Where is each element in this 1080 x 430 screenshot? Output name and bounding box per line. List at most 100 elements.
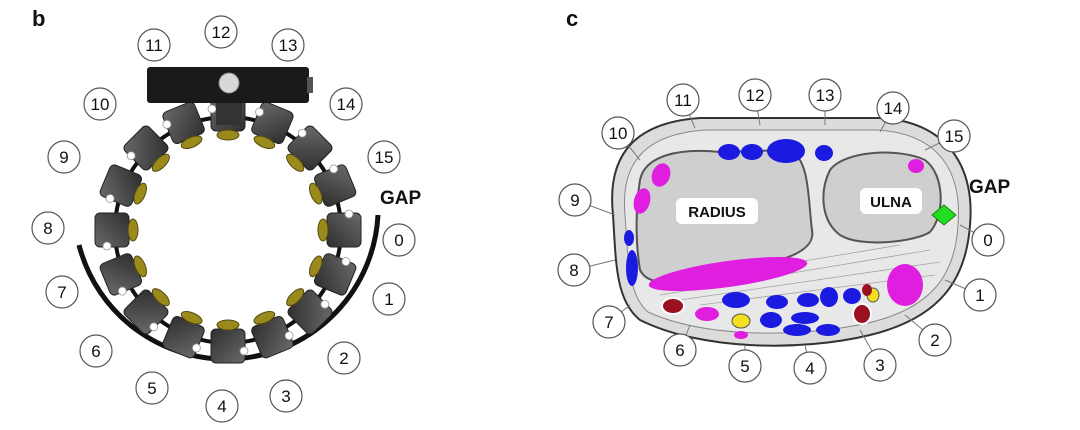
panel-b-letter: b	[32, 6, 46, 31]
section-label-10-text: 10	[609, 124, 628, 143]
electrode-label-6: 6	[79, 334, 113, 368]
section-label-11-text: 11	[674, 91, 692, 110]
electrode-label-11-text: 11	[145, 36, 163, 55]
section-label-2: 2	[918, 323, 952, 357]
section-label-5: 5	[728, 349, 762, 383]
tendon	[843, 288, 861, 304]
electrode-label-15-text: 15	[375, 148, 394, 167]
section-label-1: 1	[963, 278, 997, 312]
electrode-label-13: 13	[271, 28, 305, 62]
section-label-13: 13	[808, 78, 842, 112]
tendon	[791, 312, 819, 324]
electrode-label-10: 10	[83, 87, 117, 121]
section-label-7-text: 7	[604, 313, 613, 332]
section-label-12-text: 12	[746, 86, 765, 105]
electrode-label-11: 11	[137, 28, 171, 62]
section-label-14: 14	[876, 91, 910, 125]
tendon	[816, 324, 840, 336]
electrode-label-12-text: 12	[212, 23, 231, 42]
muscle	[908, 159, 924, 173]
electrode	[286, 288, 333, 335]
section-label-11: 11	[666, 83, 700, 117]
nerve	[731, 313, 751, 329]
gap-label-c: GAP	[969, 177, 1011, 198]
tendon	[820, 287, 838, 307]
electrode	[251, 311, 294, 359]
electrode-label-12: 12	[204, 15, 238, 49]
muscle	[887, 264, 923, 306]
electrode-label-14-text: 14	[337, 95, 356, 114]
electrode-label-8: 8	[31, 211, 65, 245]
section-label-7: 7	[592, 305, 626, 339]
gap-marker	[931, 204, 957, 226]
electrode	[123, 125, 170, 172]
electrode-label-1: 1	[372, 282, 406, 316]
tendon	[783, 324, 811, 336]
electrode-label-8-text: 8	[43, 219, 52, 238]
electrode	[162, 101, 205, 149]
muscle	[734, 331, 748, 339]
tendon	[624, 230, 634, 246]
electrode-label-0: 0	[382, 223, 416, 257]
vessel	[661, 297, 685, 315]
gap-label-b: GAP	[380, 188, 422, 209]
section-label-3-text: 3	[875, 356, 884, 375]
electrode-label-5-text: 5	[147, 379, 156, 398]
electrode-label-10-text: 10	[91, 95, 110, 114]
tendon	[626, 250, 638, 286]
electrode-label-9: 9	[47, 140, 81, 174]
ulna-label: ULNA	[870, 194, 912, 211]
section-label-5-text: 5	[740, 357, 749, 376]
panel-c-letter: c	[566, 6, 579, 31]
tendon	[815, 145, 833, 161]
muscle	[633, 188, 651, 214]
electrode-ring	[94, 96, 362, 364]
section-label-8-text: 8	[569, 261, 578, 280]
electrode-label-13-text: 13	[279, 36, 298, 55]
section-label-3: 3	[863, 348, 897, 382]
muscle	[695, 307, 719, 321]
electrode	[309, 164, 357, 207]
electrode-label-15: 15	[367, 140, 401, 174]
electrode-label-2: 2	[327, 341, 361, 375]
section-label-9: 9	[558, 183, 592, 217]
electrode	[162, 311, 205, 359]
section-label-12: 12	[738, 78, 772, 112]
section-label-0: 0	[971, 223, 1005, 257]
vessel	[862, 284, 872, 296]
radius-label: RADIUS	[688, 204, 746, 221]
electrode	[123, 288, 170, 335]
section-label-10: 10	[601, 116, 635, 150]
section-label-15-text: 15	[945, 127, 964, 146]
muscle	[651, 163, 671, 187]
electrode	[309, 253, 357, 296]
electrode	[99, 164, 147, 207]
section-label-9-text: 9	[570, 191, 579, 210]
tendon	[760, 312, 782, 328]
tissue-structures	[624, 139, 957, 339]
electrode-label-4: 4	[205, 389, 239, 423]
tendon	[718, 144, 740, 160]
electrode-label-2-text: 2	[339, 349, 348, 368]
section-label-8: 8	[557, 253, 591, 287]
electrode-label-3-text: 3	[281, 387, 290, 406]
electrode-label-9-text: 9	[59, 148, 68, 167]
section-label-14-text: 14	[884, 99, 903, 118]
electrode-label-4-text: 4	[217, 397, 226, 416]
electrode	[99, 253, 147, 296]
electrode	[286, 125, 333, 172]
electrode-label-3: 3	[269, 379, 303, 413]
electrode-label-0-text: 0	[394, 231, 403, 250]
tendon	[741, 144, 763, 160]
electrode	[94, 212, 139, 251]
tendon	[797, 293, 819, 307]
section-label-6: 6	[663, 333, 697, 367]
muscle	[648, 256, 808, 292]
section-label-4-text: 4	[805, 359, 814, 378]
section-label-0-text: 0	[983, 231, 992, 250]
electrode-label-5: 5	[135, 371, 169, 405]
armband-housing	[147, 67, 313, 125]
